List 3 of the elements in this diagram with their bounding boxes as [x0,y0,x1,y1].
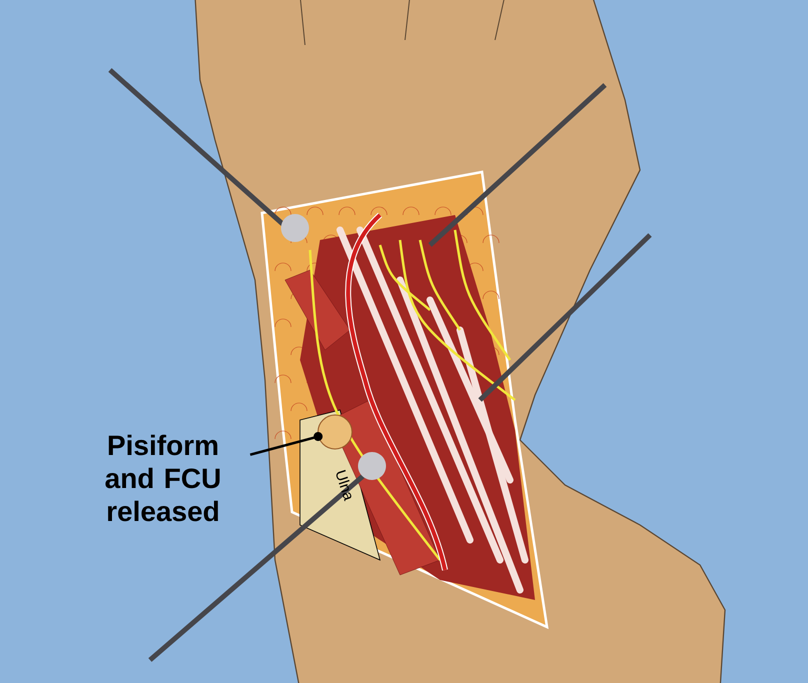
bone-label: Ulna [336,470,352,502]
pisiform-bone [318,414,352,450]
callout-text: Pisiform and FCU released [106,434,220,522]
